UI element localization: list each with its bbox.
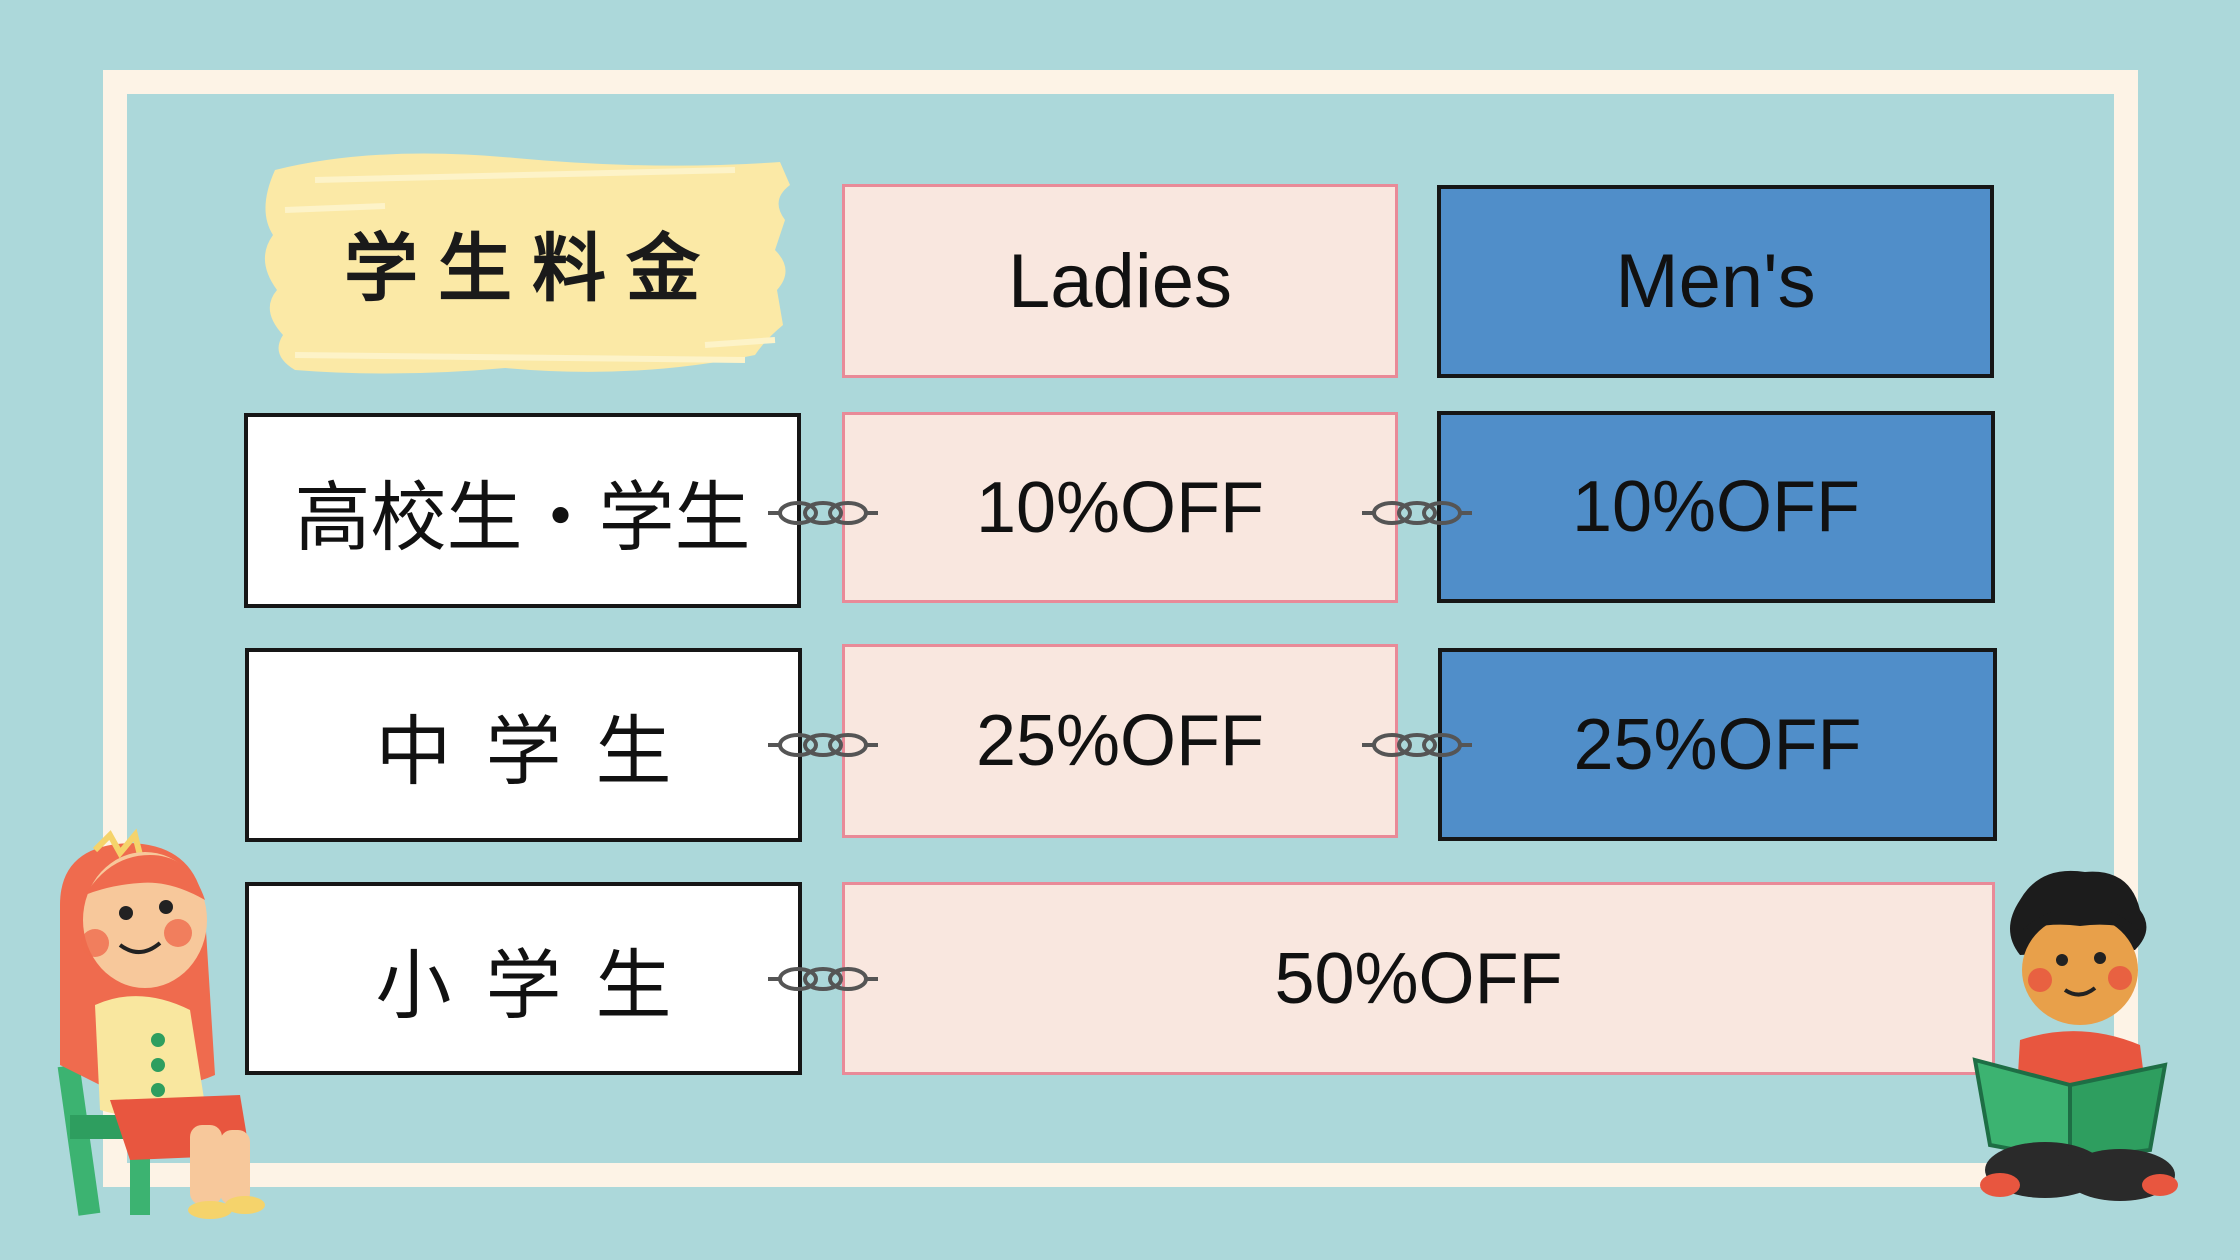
boy-reading-illustration [1972,870,2178,1201]
girl-illustration [57,828,265,1219]
chain-link-icon [768,501,878,525]
chain-link-icon [768,967,878,991]
title-badge: 学生料金 [255,140,795,385]
chain-link-icon [1362,501,1472,525]
page-title: 学生料金 [344,226,720,312]
cream-frame [103,70,2138,1187]
row2-mens-discount: 25%OFF [1438,648,1997,841]
header-mens: Men's [1437,185,1994,378]
chain-link-icon [768,733,878,757]
row3-combined-discount: 50%OFF [842,882,1995,1075]
chain-link-icon [1362,733,1472,757]
row1-ladies-discount: 10%OFF [842,412,1398,603]
brush-stroke-background [264,153,790,374]
header-ladies: Ladies [842,184,1398,378]
row1-mens-discount: 10%OFF [1437,411,1995,603]
row-label-junior-high: 中学生 [245,648,802,842]
row-label-elementary: 小学生 [245,882,802,1075]
row2-ladies-discount: 25%OFF [842,644,1398,838]
row-label-high-school: 高校生・学生 [244,413,801,608]
